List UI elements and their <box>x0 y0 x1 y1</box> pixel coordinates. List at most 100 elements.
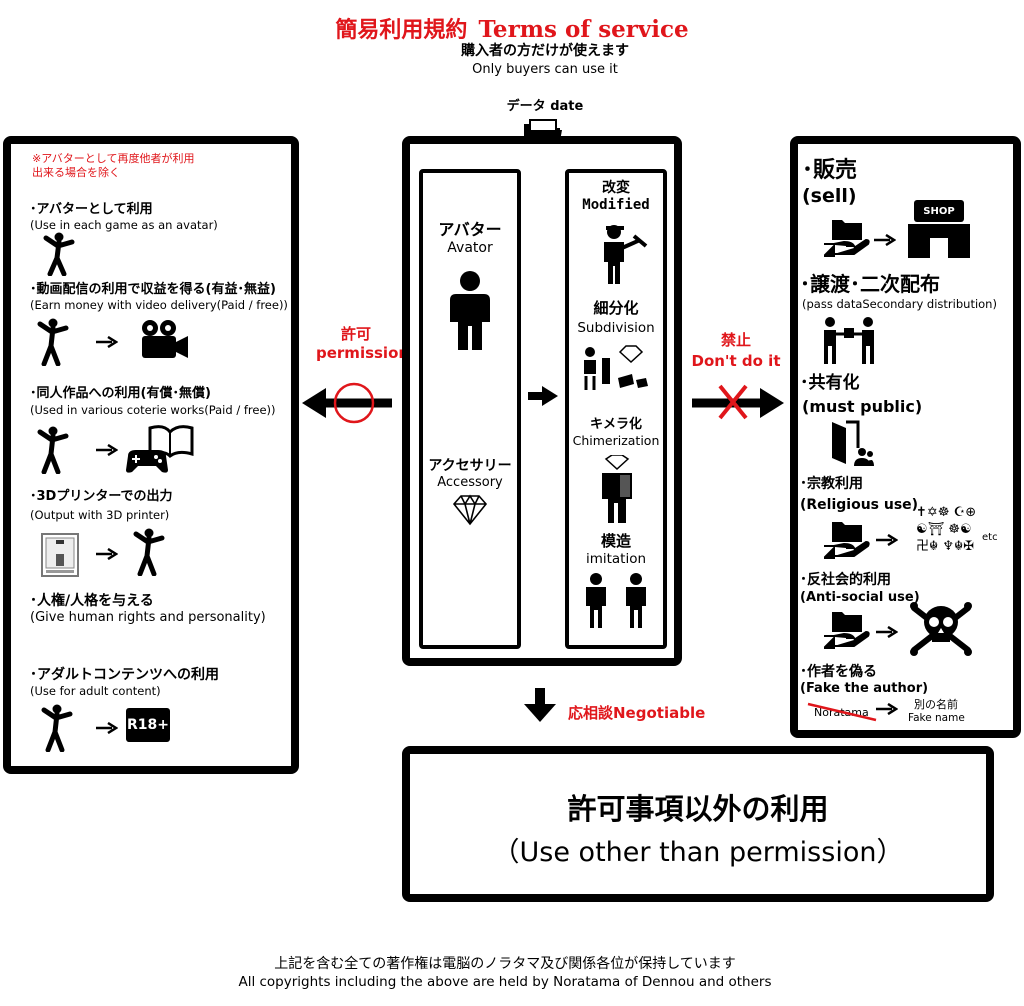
person-icon <box>440 270 500 350</box>
permission-arrow-icon <box>300 378 396 428</box>
prohibited-item-4-jp: ･宗教利用 <box>800 476 863 492</box>
split-parts-icon <box>580 344 652 394</box>
religious-symbols-icon: ✝✡☸ ☪⊕☯⛩ ☸☯卍☬ ♆☬✠ <box>916 505 977 554</box>
religious-etc: etc <box>982 532 998 543</box>
subdivision-label-en: Subdivision <box>577 320 655 336</box>
footer-en: All copyrights including the above are h… <box>238 974 772 990</box>
shared-folder-icon <box>830 420 874 466</box>
modified-label-jp: 改変 <box>602 180 630 196</box>
dancing-person-icon <box>36 426 70 474</box>
dancing-person-icon <box>132 528 166 576</box>
prohibited-item-5-en: (Anti-social use) <box>800 590 920 605</box>
fake-new-name-jp: 別の名前 <box>914 698 958 711</box>
accessory-label-en: Accessory <box>437 475 503 490</box>
right-arrow-icon <box>96 548 118 560</box>
permission-item-4-en: (Output with 3D printer) <box>30 508 170 522</box>
chimera-label-jp: キメラ化 <box>589 417 642 432</box>
book-and-gamepad-icon <box>124 424 196 476</box>
right-arrow-icon <box>96 444 118 456</box>
permission-note: ※アバターとして再度他者が利用 出来る場合を除く <box>32 152 194 180</box>
prohibited-item-2-en: (pass dataSecondary distribution) <box>802 297 997 311</box>
center-arrow-icon <box>528 386 558 406</box>
prohibited-label: 禁止 Don't do it <box>684 330 788 372</box>
prohibited-item-6-jp: ･作者を偽る <box>800 664 877 680</box>
chimera-label-en: Chimerization <box>572 433 660 448</box>
note-line-1: ※アバターとして再度他者が利用 <box>32 152 195 165</box>
two-people-icon <box>578 572 656 628</box>
diamond-icon <box>452 494 488 526</box>
prohibited-item-2-jp: ･譲渡･二次配布 <box>800 272 940 296</box>
r18-badge: R18+ <box>126 708 170 742</box>
note-line-2: 出来る場合を除く <box>32 166 120 179</box>
right-arrow-icon <box>874 234 896 246</box>
fake-new-name-en: Fake name <box>908 712 965 724</box>
negotiable-box-en: （Use other than permission） <box>492 837 904 868</box>
permission-item-6-en: (Use for adult content) <box>30 684 161 698</box>
video-camera-icon <box>136 318 190 364</box>
worker-with-tool-icon <box>596 222 652 286</box>
prohibited-item-1-jp: ･販売 <box>802 158 858 183</box>
dancing-person-icon <box>42 232 76 276</box>
title-en: Terms of service <box>478 16 689 43</box>
prohibited-item-5-jp: ･反社会的利用 <box>800 572 891 588</box>
data-label: データ date <box>506 99 584 114</box>
avatar-label-jp: アバター <box>438 220 502 239</box>
prohibited-arrow-icon <box>690 378 786 428</box>
right-arrow-icon <box>96 336 118 348</box>
dancing-person-icon <box>36 318 70 366</box>
prohibited-item-3-jp: ･共有化 <box>800 373 860 393</box>
subtitle-jp: 購入者の方だけが使えます <box>461 43 629 59</box>
permission-item-3-jp: ･同人作品への利用(有償･無償) <box>30 386 211 401</box>
prohibited-item-3-en: (must public) <box>802 397 923 416</box>
chimera-figure-icon <box>596 455 640 525</box>
skull-crossbones-icon <box>910 600 972 658</box>
shop-icon <box>904 198 974 260</box>
footer-jp: 上記を含む全ての著作権は電脳のノラタマ及び関係各位が保持しています <box>274 956 736 972</box>
avatar-label-en: Avator <box>447 240 493 256</box>
subdivision-label-jp: 細分化 <box>593 299 639 317</box>
prohibited-item-1-en: (sell) <box>802 185 857 207</box>
hand-folder-icon <box>824 518 870 560</box>
3d-printer-icon <box>40 532 80 578</box>
permission-item-2-en: (Earn money with video delivery(Paid / f… <box>30 298 288 312</box>
negotiable-box-jp: 許可事項以外の利用 <box>567 792 829 826</box>
title-jp: 簡易利用規約 <box>335 18 468 43</box>
permission-item-5-jp: ･人権/人格を与える <box>30 593 154 609</box>
prohibited-item-4-en: (Religious use) <box>800 497 919 513</box>
page-title: 簡易利用規約 Terms of service <box>0 12 1024 44</box>
shop-sign-label: SHOP <box>923 206 955 217</box>
hand-folder-icon <box>824 216 870 258</box>
permission-item-1-jp: ･アバターとして利用 <box>30 202 153 217</box>
strikethrough-mark <box>806 700 880 724</box>
hand-folder-icon <box>824 608 870 650</box>
right-arrow-icon <box>876 534 898 546</box>
accessory-label-jp: アクセサリー <box>428 458 512 474</box>
subtitle-en: Only buyers can use it <box>472 62 618 77</box>
dancing-person-icon <box>40 704 74 752</box>
right-arrow-icon <box>876 703 898 715</box>
modified-label-en: Modified <box>582 197 650 213</box>
prohibited-panel <box>790 136 1021 738</box>
right-arrow-icon <box>96 722 118 734</box>
right-arrow-icon <box>876 626 898 638</box>
permission-label-en: permission <box>316 344 410 362</box>
handover-icon <box>822 316 878 364</box>
imitation-label-en: imitation <box>585 551 647 567</box>
permission-label-jp: 許可 <box>340 325 371 343</box>
prohibited-item-6-en: (Fake the author) <box>800 681 929 696</box>
permission-label: 許可 permission <box>316 325 410 363</box>
permission-item-4-jp: ･3Dプリンターでの出力 <box>30 489 173 504</box>
prohibited-label-en: Don't do it <box>691 352 781 370</box>
prohibited-label-jp: 禁止 <box>720 331 751 349</box>
permission-item-1-en: (Use in each game as an avatar) <box>30 218 218 232</box>
permission-item-2-jp: ･動画配信の利用で収益を得る(有益･無益) <box>30 282 276 297</box>
negotiable-panel <box>402 746 994 902</box>
derived-data-column <box>565 169 667 649</box>
imitation-label-jp: 模造 <box>600 532 631 550</box>
permission-item-5-en: (Give human rights and personality) <box>30 610 266 625</box>
permission-item-6-jp: ･アダルトコンテンツへの利用 <box>30 667 219 683</box>
permission-item-3-en: (Used in various coterie works(Paid / fr… <box>30 403 276 417</box>
original-data-column <box>419 169 521 649</box>
negotiable-label: 応相談Negotiable <box>568 704 706 722</box>
down-arrow-icon <box>522 688 558 724</box>
